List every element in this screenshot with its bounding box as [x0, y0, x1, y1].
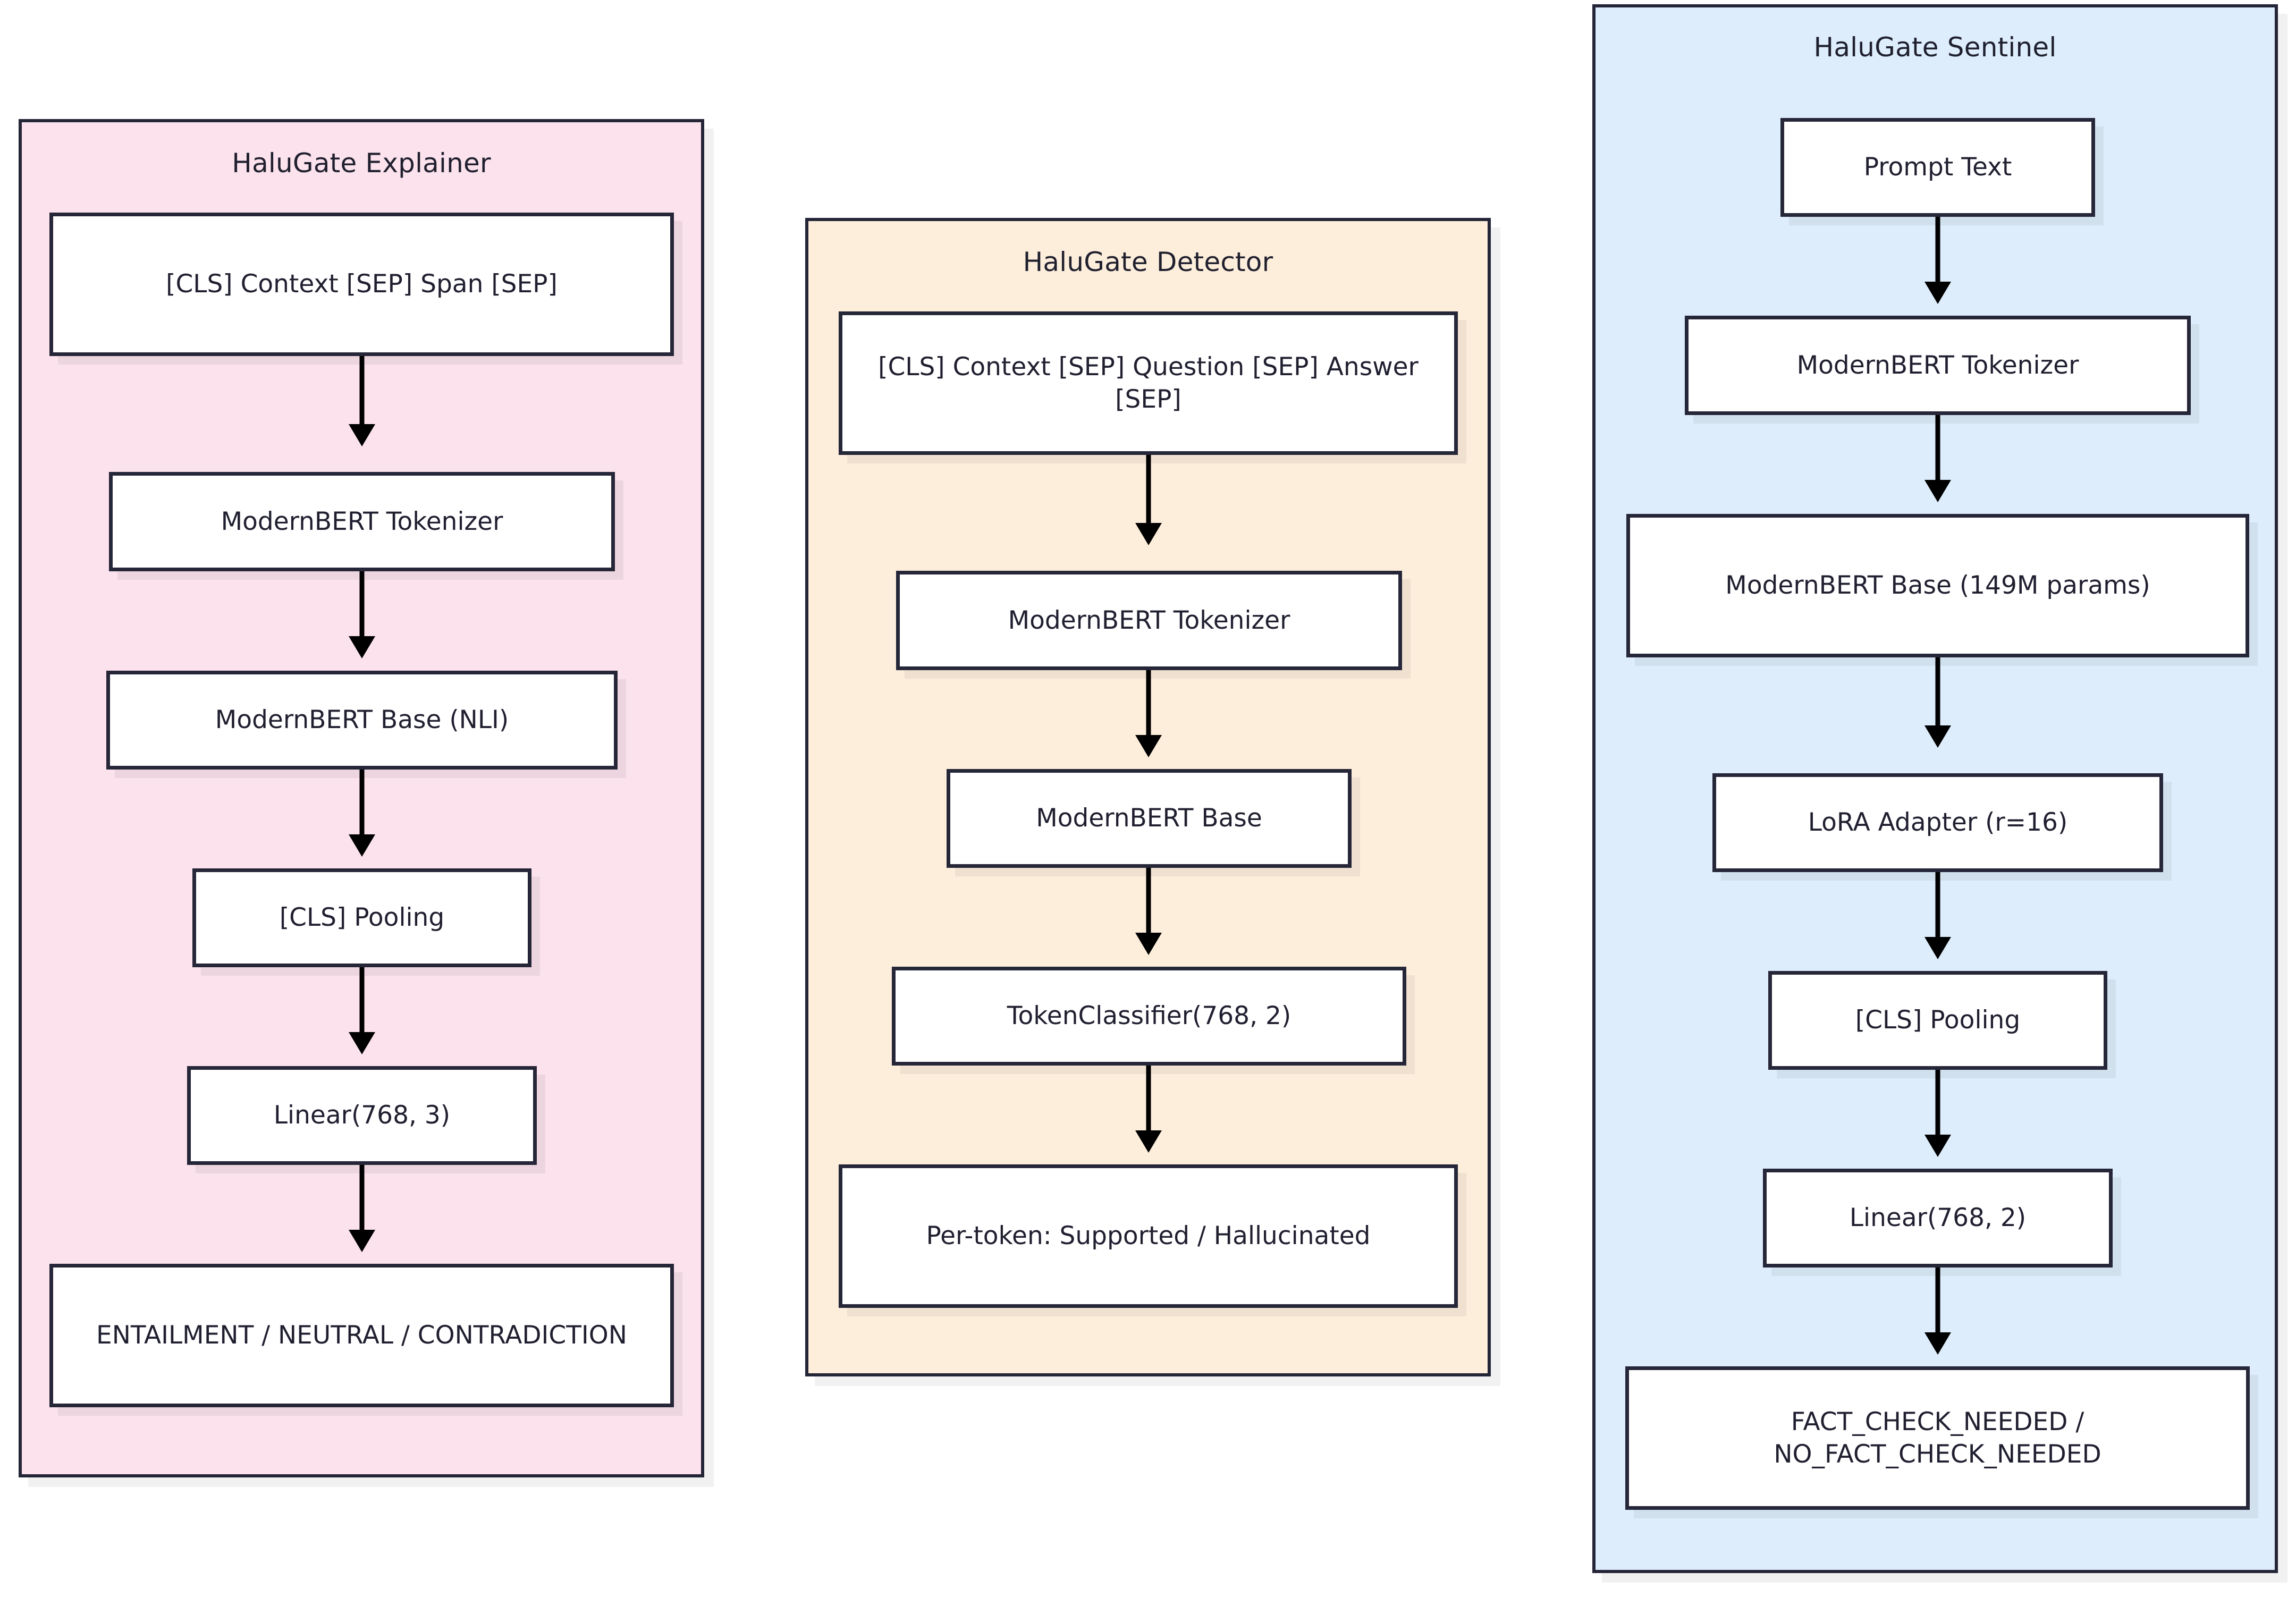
node-exp-output[interactable]: ENTAILMENT / NEUTRAL / CONTRADICTION [49, 1264, 674, 1407]
node-exp-tokenizer[interactable]: ModernBERT Tokenizer [109, 472, 615, 571]
node-det-output[interactable]: Per-token: Supported / Hallucinated [839, 1164, 1458, 1308]
node-sen-output[interactable]: FACT_CHECK_NEEDED / NO_FACT_CHECK_NEEDED [1625, 1366, 2250, 1510]
node-exp-base[interactable]: ModernBERT Base (NLI) [106, 671, 618, 770]
node-sen-base[interactable]: ModernBERT Base (149M params) [1626, 514, 2249, 657]
cluster-title-detector: HaluGate Detector [1023, 247, 1273, 277]
node-sen-prompt[interactable]: Prompt Text [1780, 118, 2095, 217]
node-det-input[interactable]: [CLS] Context [SEP] Question [SEP] Answe… [839, 311, 1458, 455]
node-det-classifier[interactable]: TokenClassifier(768, 2) [892, 967, 1406, 1066]
node-sen-tokenizer[interactable]: ModernBERT Tokenizer [1685, 316, 2191, 415]
node-det-base[interactable]: ModernBERT Base [947, 769, 1352, 868]
node-det-tokenizer[interactable]: ModernBERT Tokenizer [896, 571, 1402, 670]
cluster-title-sentinel: HaluGate Sentinel [1813, 32, 2057, 63]
cluster-title-explainer: HaluGate Explainer [232, 148, 491, 179]
node-exp-input[interactable]: [CLS] Context [SEP] Span [SEP] [49, 213, 674, 356]
node-exp-linear[interactable]: Linear(768, 3) [187, 1066, 537, 1165]
node-sen-pooling[interactable]: [CLS] Pooling [1768, 971, 2107, 1070]
node-sen-lora[interactable]: LoRA Adapter (r=16) [1712, 773, 2163, 872]
node-exp-pooling[interactable]: [CLS] Pooling [192, 868, 531, 967]
node-sen-linear[interactable]: Linear(768, 2) [1763, 1169, 2113, 1268]
